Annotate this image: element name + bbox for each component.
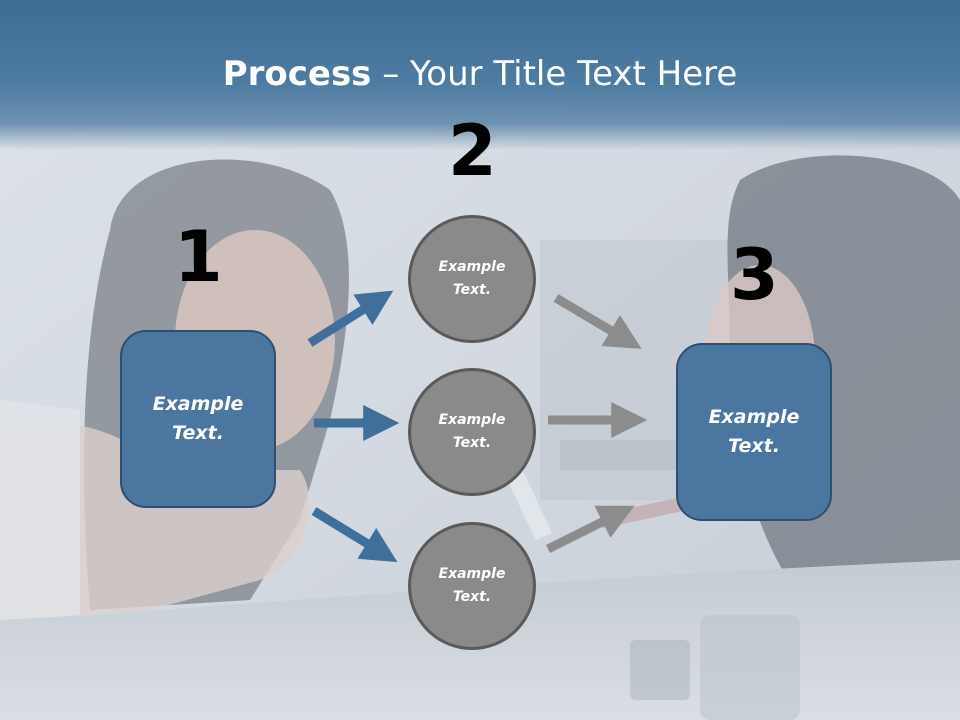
- circle-middle-text: Example Text.: [438, 412, 506, 451]
- circle-top-text: Example Text.: [438, 259, 506, 298]
- title-band: [0, 0, 960, 150]
- title-rest: – Your Title Text Here: [371, 54, 738, 94]
- circle-bottom-text: Example Text.: [438, 566, 506, 605]
- right-box-text: Example Text.: [708, 406, 800, 457]
- left-box-text: Example Text.: [152, 393, 244, 444]
- slide-title: Process – Your Title Text Here: [0, 52, 960, 96]
- circle-top[interactable]: Example Text.: [408, 215, 536, 343]
- step-number-2: 2: [448, 110, 497, 192]
- circle-bottom[interactable]: Example Text.: [408, 522, 536, 650]
- title-strong: Process: [222, 54, 372, 94]
- step-number-1: 1: [174, 216, 223, 298]
- circle-middle[interactable]: Example Text.: [408, 368, 536, 496]
- left-text-box[interactable]: Example Text.: [120, 330, 276, 508]
- right-text-box[interactable]: Example Text.: [676, 343, 832, 521]
- step-number-3: 3: [730, 234, 779, 316]
